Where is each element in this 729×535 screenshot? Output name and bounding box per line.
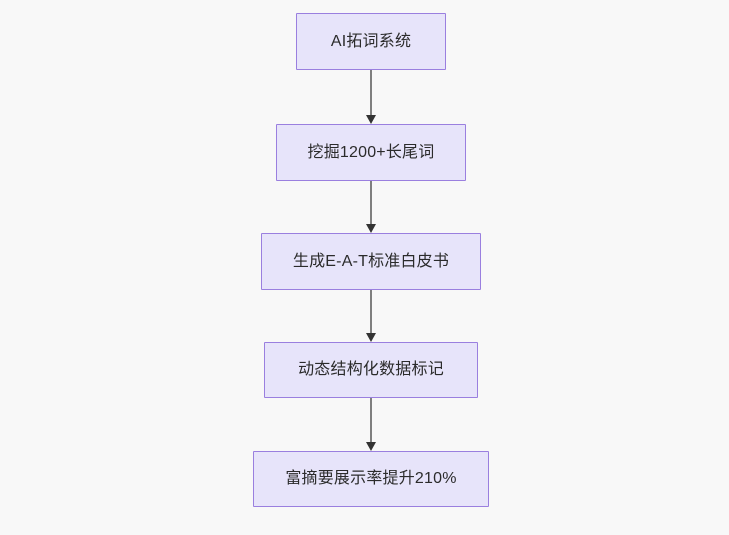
node-label: 富摘要展示率提升210% [285, 470, 457, 487]
flowchart-edge-3 [361, 398, 381, 451]
arrowhead-icon [366, 115, 376, 124]
edge-line [370, 290, 372, 333]
flowchart-node-generate-eat-whitepaper[interactable]: 生成E-A-T标准白皮书 [261, 233, 481, 290]
flowchart-edge-0 [361, 70, 381, 124]
node-label: 生成E-A-T标准白皮书 [292, 252, 450, 270]
flowchart-node-rich-snippet-impression-uplift[interactable]: 富摘要展示率提升210% [253, 451, 489, 507]
arrowhead-icon [366, 224, 376, 233]
arrowhead-icon [366, 442, 376, 451]
edge-line [370, 181, 372, 224]
flowchart-edge-2 [361, 290, 381, 342]
flowchart-node-dynamic-structured-data-markup[interactable]: 动态结构化数据标记 [264, 342, 478, 398]
flowchart-node-ai-keyword-system[interactable]: AI拓词系统 [296, 13, 446, 70]
arrowhead-icon [366, 333, 376, 342]
edge-line [370, 70, 372, 115]
node-label: 挖掘1200+长尾词 [307, 143, 435, 161]
node-label: AI拓词系统 [330, 32, 412, 50]
edge-line [370, 398, 372, 442]
node-label: 动态结构化数据标记 [298, 361, 444, 378]
flowchart-node-mine-longtail-keywords[interactable]: 挖掘1200+长尾词 [276, 124, 466, 181]
flowchart-edge-1 [361, 181, 381, 233]
